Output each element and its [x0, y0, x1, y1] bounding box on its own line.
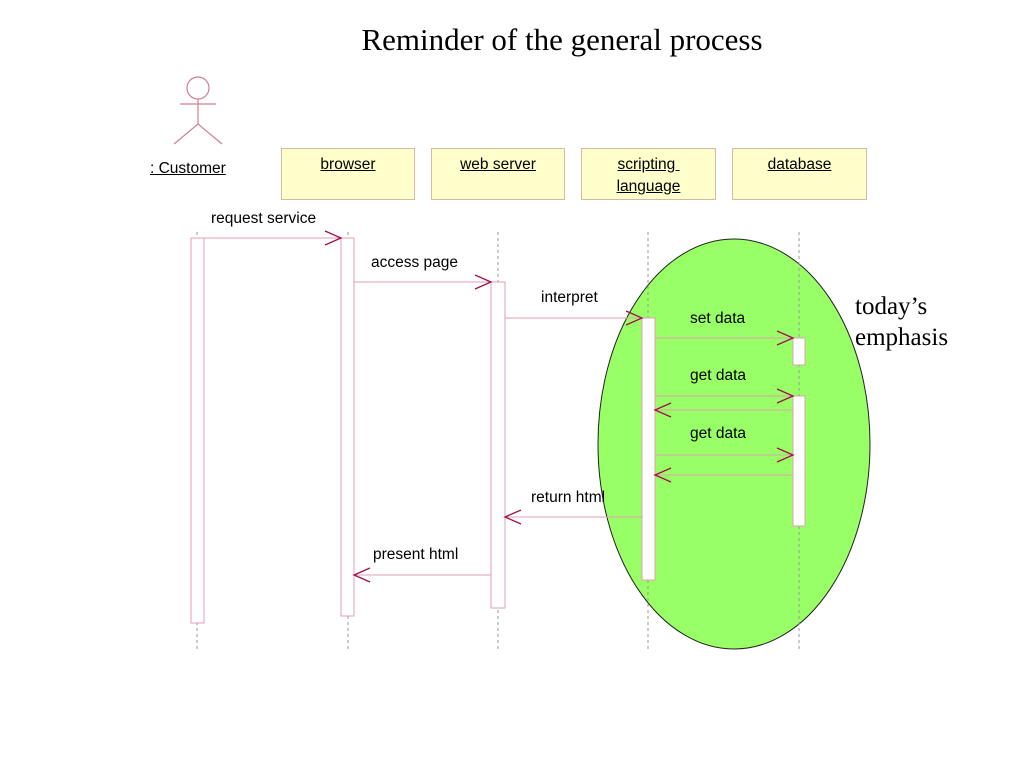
msg-label-get-data-2: get data — [690, 425, 747, 442]
object-label-scripting-line1: scripting — [617, 156, 680, 173]
msg-label-return-html: return html — [531, 489, 606, 506]
activation-web-server — [490, 281, 506, 609]
activation-database-1 — [792, 337, 806, 366]
arrowhead-return-html — [503, 509, 522, 525]
object-label-scripting-line2: language — [616, 178, 681, 195]
arrowhead-request-service — [324, 230, 343, 246]
arrowhead-get-data-2 — [776, 447, 795, 463]
object-box-browser: browser — [281, 148, 415, 200]
msg-label-get-data-1: get data — [690, 367, 747, 384]
arrowhead-get-data-1 — [776, 388, 795, 404]
msg-label-set-data: set data — [690, 310, 746, 327]
arrowhead-get-data-1-return — [653, 402, 672, 418]
activation-customer — [190, 237, 205, 624]
msg-label-request-service: request service — [211, 210, 317, 227]
activation-browser — [340, 237, 355, 617]
emphasis-text: today’s emphasis — [855, 291, 1015, 353]
msg-label-present-html: present html — [373, 546, 459, 563]
msg-label-access-page: access page — [371, 254, 459, 271]
arrowhead-get-data-2-return — [653, 467, 672, 483]
object-label-browser: browser — [320, 156, 376, 173]
emphasis-line2: emphasis — [855, 324, 949, 351]
arrowhead-present-html — [352, 567, 371, 583]
object-box-database: database — [732, 148, 867, 200]
object-label-web-server: web server — [460, 156, 536, 173]
arrowhead-set-data — [776, 330, 795, 346]
object-label-database: database — [767, 156, 832, 173]
emphasis-ellipse — [597, 238, 871, 650]
activation-database-2 — [792, 395, 806, 527]
customer-actor-icon — [173, 76, 223, 145]
emphasis-line1: today’s — [855, 293, 928, 320]
object-box-scripting-language: scripting language — [581, 148, 716, 200]
customer-actor-label: : Customer — [150, 160, 226, 177]
arrowhead-interpret — [625, 310, 644, 326]
slide-title: Reminder of the general process — [361, 22, 763, 57]
msg-label-interpret: interpret — [541, 289, 598, 306]
object-box-web-server: web server — [431, 148, 565, 200]
activation-scripting-language — [641, 317, 656, 581]
arrowhead-access-page — [474, 274, 493, 290]
